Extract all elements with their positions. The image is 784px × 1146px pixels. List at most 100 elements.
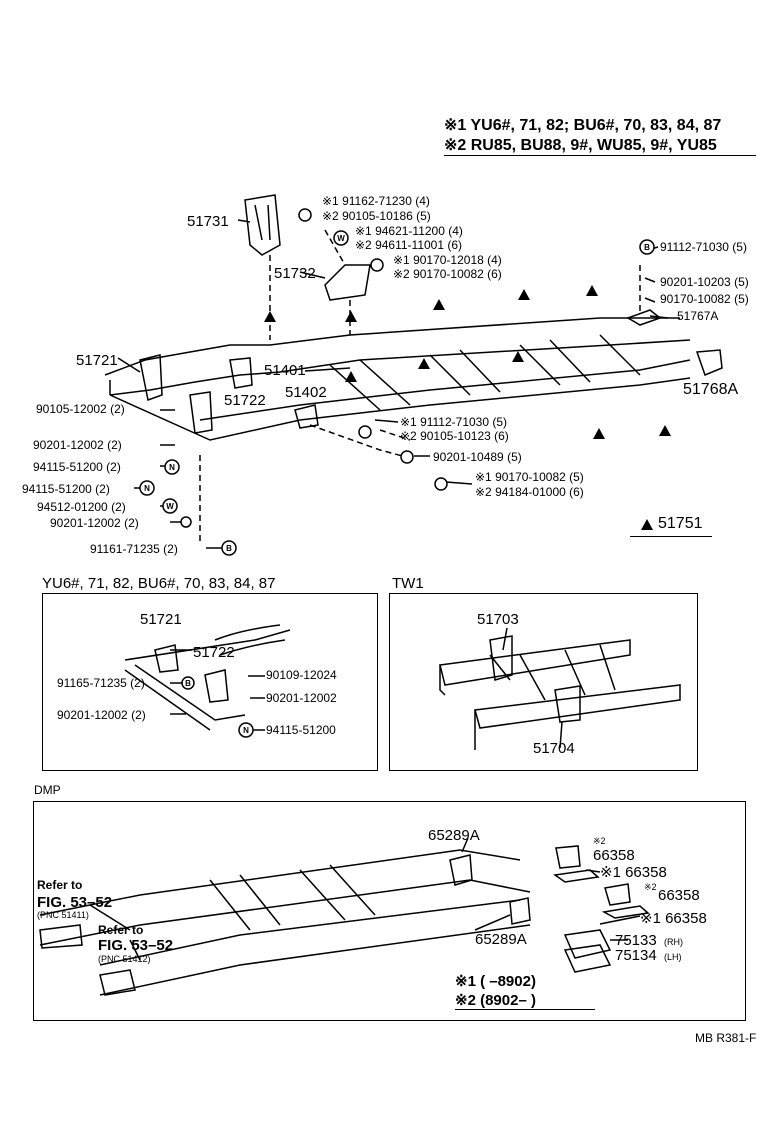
- part-51721-inset: 51721: [140, 611, 182, 628]
- bolt-icon: [299, 209, 311, 221]
- circle-letter: N: [144, 484, 150, 493]
- inset-tw-box: [389, 593, 698, 771]
- rh-label: (RH): [664, 937, 683, 947]
- circle-letter: N: [169, 463, 175, 472]
- bolt-label-inset: 91165-71235 (2): [57, 676, 145, 690]
- inset-dmp-title: DMP: [34, 783, 61, 797]
- part-166358-b: ※1 66358: [640, 910, 707, 927]
- washer-label: ※2 94611-11001 (6): [355, 238, 463, 252]
- triangle-marker-icon: [264, 311, 276, 322]
- bolt-label-mid: ※1 91112-71030 (5): [400, 415, 508, 429]
- model-note-2: ※2 RU85, BU88, 9#, WU85, 9#, YU85: [444, 137, 717, 154]
- part-51732: 51732: [274, 265, 316, 282]
- part-75133: 75133: [615, 932, 657, 949]
- part-66358-b: 66358: [658, 887, 700, 904]
- washer-label-inset: 90201-12002 (2): [57, 708, 146, 722]
- circle-letter: N: [243, 726, 249, 735]
- nut-label-left: 94115-51200 (2): [33, 460, 121, 474]
- pnc-ref-2: (PNC 51412): [98, 954, 151, 964]
- triangle-marker-icon: [418, 358, 430, 369]
- circle-nut-icon: [371, 259, 383, 271]
- pnc-ref-1: (PNC 51411): [37, 910, 89, 920]
- legend-underline: [630, 536, 712, 537]
- part-51704: 51704: [533, 740, 575, 757]
- nut-label-right: 90170-10082 (5): [660, 292, 749, 306]
- circle-letter: W: [166, 502, 174, 511]
- circle-n-icon: [165, 460, 179, 474]
- part-51768a: 51768A: [683, 381, 739, 398]
- circle-b-icon: [640, 240, 654, 254]
- refer-text-2: Refer to: [98, 923, 144, 937]
- part-166358-a: ※1 66358: [600, 864, 667, 881]
- nut-label-mid: ※2 94184-01000 (6): [475, 485, 584, 499]
- triangle-marker-icon: [345, 371, 357, 382]
- nut-label: ※1 90170-12018 (4): [393, 253, 502, 267]
- circle-letter: W: [337, 234, 345, 243]
- nut-label-inset: 94115-51200: [266, 723, 336, 737]
- nut-label-left: 94115-51200 (2): [22, 482, 110, 496]
- note-2-marker: ※2: [644, 882, 657, 892]
- part-51722-inset: 51722: [193, 644, 235, 661]
- triangle-marker-icon: [433, 299, 445, 310]
- nut-label: ※2 90170-10082 (6): [393, 267, 502, 281]
- washer-label-left: 90201-12002 (2): [33, 438, 122, 452]
- triangle-marker-icon: [345, 311, 357, 322]
- bolt-label: ※1 91162-71230 (4): [322, 194, 430, 208]
- date-note-2: ※2 (8902– ): [455, 992, 536, 1009]
- washer-label: ※1 94621-11200 (4): [355, 224, 463, 238]
- washer-icon: [401, 451, 413, 463]
- circle-w-icon: [334, 231, 348, 245]
- circle-n-icon: [140, 481, 154, 495]
- refer-text-1: Refer to: [37, 878, 83, 892]
- washer-icon: [181, 517, 191, 527]
- part-51721: 51721: [76, 352, 118, 369]
- bolt-icon: [359, 426, 371, 438]
- part-51703: 51703: [477, 611, 519, 628]
- note-2-marker: ※2: [593, 836, 606, 846]
- bolt-label-mid: ※2 90105-10123 (6): [400, 429, 509, 443]
- bolt-label-left: 90105-12002 (2): [36, 402, 125, 416]
- note-underline: [444, 155, 756, 156]
- washer-label-left: 90201-12002 (2): [50, 516, 139, 530]
- part-66358-a: 66358: [593, 847, 635, 864]
- circle-letter: B: [185, 679, 191, 688]
- washer-label-inset: 90201-12002: [266, 691, 337, 705]
- circle-b-icon: [182, 677, 194, 689]
- nut-icon: [435, 478, 447, 490]
- part-65289a-bottom: 65289A: [475, 931, 527, 948]
- date-note-1: ※1 ( –8902): [455, 973, 536, 990]
- triangle-marker-icon: [659, 425, 671, 436]
- circle-n-icon: [239, 723, 253, 737]
- date-underline: [455, 1009, 595, 1010]
- triangle-marker-icon: [586, 285, 598, 296]
- triangle-marker-icon: [512, 351, 524, 362]
- bolt-label-inset: 90109-12024: [266, 668, 337, 682]
- inset-yu-title: YU6#, 71, 82, BU6#, 70, 83, 84, 87: [42, 575, 276, 592]
- washer-label-left: 94512-01200 (2): [37, 500, 126, 514]
- circle-w-icon: [163, 499, 177, 513]
- fig-ref-1: FIG. 53–52: [37, 894, 113, 911]
- inset-tw-title: TW1: [392, 575, 424, 592]
- lh-label: (LH): [664, 952, 682, 962]
- bolt-label-left: 91161-71235 (2): [90, 542, 178, 556]
- part-51767a: 51767A: [677, 309, 719, 323]
- triangle-marker-icon: [518, 289, 530, 300]
- triangle-marker-icon: [641, 519, 653, 530]
- bolt-label: ※2 90105-10186 (5): [322, 209, 431, 223]
- inset-dmp-box: [33, 801, 746, 1021]
- fig-ref-2: FIG. 53–52: [98, 937, 174, 954]
- figure-code: MB R381-F: [695, 1031, 757, 1045]
- bolt-label-right: 91112-71030 (5): [660, 240, 747, 254]
- part-65289a-top: 65289A: [428, 827, 480, 844]
- part-75134: 75134: [615, 947, 657, 964]
- triangle-legend-label: 51751: [658, 515, 703, 532]
- nut-label-mid: ※1 90170-10082 (5): [475, 470, 584, 484]
- part-51402: 51402: [285, 384, 327, 401]
- part-51731: 51731: [187, 213, 229, 230]
- circle-b-icon: [222, 541, 236, 555]
- circle-letter: B: [644, 243, 650, 252]
- part-51722: 51722: [224, 392, 266, 409]
- triangle-marker-icon: [593, 428, 605, 439]
